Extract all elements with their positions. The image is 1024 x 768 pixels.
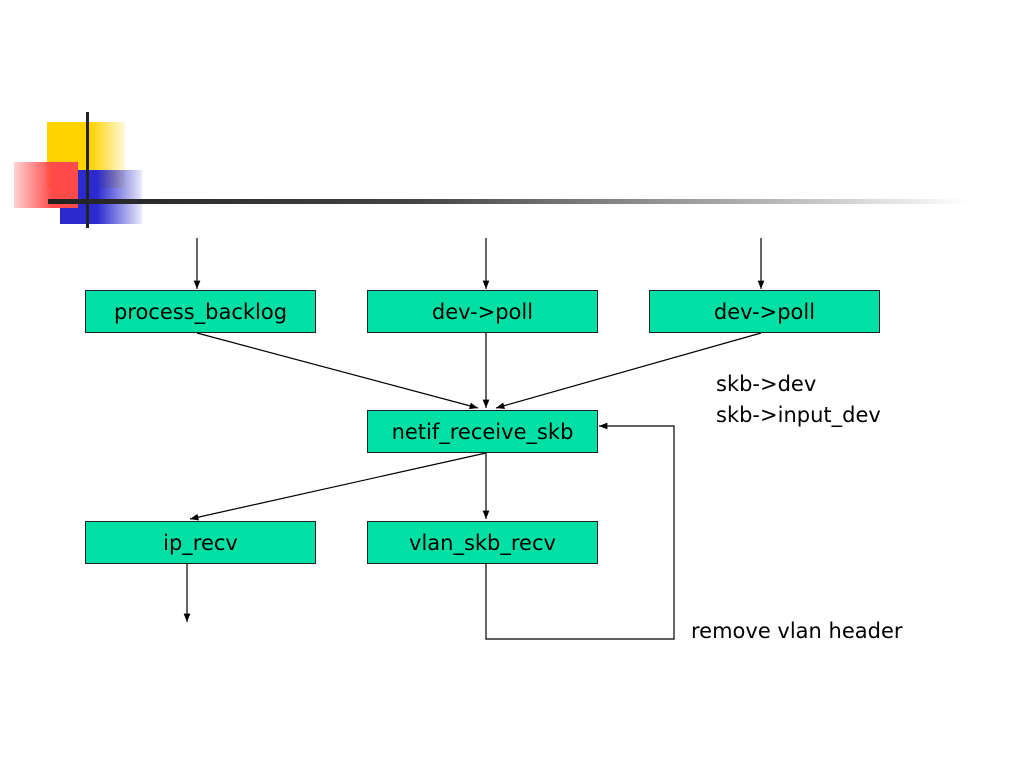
process-backlog-node: process_backlog	[85, 290, 316, 333]
arrow-backlog-to-netif	[196, 332, 479, 410]
dev-poll-node-1: dev->poll	[367, 290, 598, 333]
annotation-skb-input-dev: skb->input_dev	[716, 403, 881, 427]
arrow-netif-to-ip-recv	[189, 452, 487, 521]
annotation-remove-vlan-header: remove vlan header	[691, 619, 903, 643]
netif-receive-skb-node: netif_receive_skb	[367, 410, 598, 453]
dev-poll-node-2: dev->poll	[649, 290, 880, 333]
arrow-vlan-loop-back	[485, 422, 675, 640]
annotation-skb-dev: skb->dev	[716, 372, 817, 396]
deco-horizontal-rule	[48, 199, 968, 204]
ip-recv-node: ip_recv	[85, 521, 316, 564]
deco-vertical-rule	[86, 112, 89, 228]
arrow-poll2-to-netif	[495, 332, 762, 409]
vlan-skb-recv-node: vlan_skb_recv	[367, 521, 598, 564]
